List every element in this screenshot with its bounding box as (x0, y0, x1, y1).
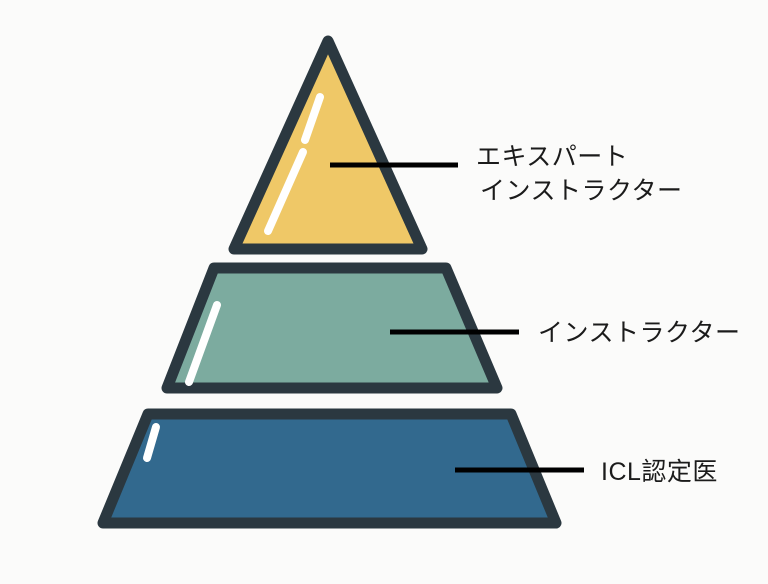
tier-bottom-highlight-stroke (143, 423, 160, 462)
tier-top-highlight-stroke-long (264, 148, 307, 235)
pyramid-tier-bottom[interactable] (97, 408, 562, 529)
tier-top-label-line-1: エキスパート (476, 143, 629, 171)
pyramid-tier-top[interactable] (228, 35, 428, 255)
tier-bottom-shape (97, 408, 562, 529)
tier-top-highlight-stroke-short (301, 93, 324, 144)
tier-top-shape (228, 35, 428, 255)
tier-middle-highlight-stroke (185, 301, 221, 386)
tier-bottom-label: ICL認定医 (601, 458, 718, 486)
tier-middle-label: インストラクター (538, 319, 741, 347)
pyramid-tier-middle[interactable] (161, 262, 503, 394)
tier-middle-shape (161, 262, 503, 394)
tier-top-label-line-2: インストラクター (480, 177, 683, 205)
tier-top-label: エキスパート インストラクター (476, 140, 683, 208)
